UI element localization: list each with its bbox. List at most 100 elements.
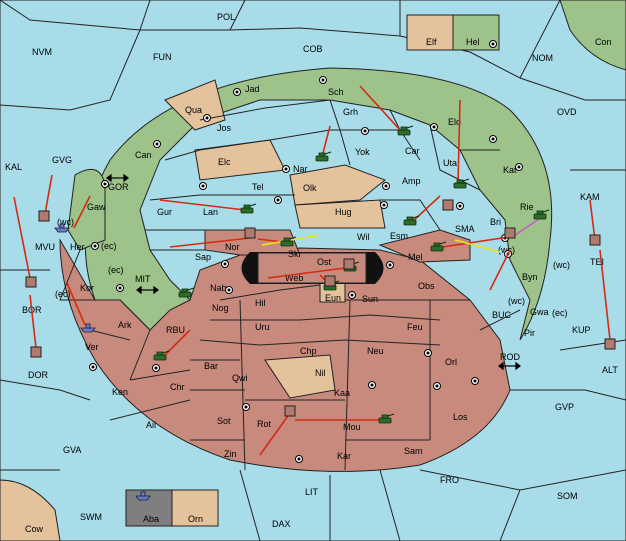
- unit-marker-icon[interactable]: [284, 405, 296, 417]
- territory-hug[interactable]: [294, 199, 386, 229]
- label-grh: Grh: [343, 107, 358, 117]
- label-nar: Nar: [293, 164, 308, 174]
- label-rot: Rot: [257, 419, 272, 429]
- fleet-unit-icon[interactable]: [54, 223, 70, 233]
- supply-center-dot: [491, 42, 495, 46]
- supply-center-dot: [426, 351, 430, 355]
- army-unit-icon[interactable]: [153, 350, 170, 361]
- unit-marker-icon[interactable]: [244, 227, 256, 239]
- fleet-unit-icon[interactable]: [135, 491, 151, 501]
- label-hil: Hil: [255, 298, 266, 308]
- coast-label-6: (wc): [553, 260, 570, 270]
- unit-marker-icon[interactable]: [604, 338, 616, 350]
- territory-gaw[interactable]: [67, 168, 106, 251]
- label-byn: Byn: [522, 272, 538, 282]
- legend-box-right-a: [406, 14, 454, 51]
- supply-center-dot: [321, 78, 325, 82]
- army-unit-icon[interactable]: [378, 413, 395, 424]
- supply-center-dot: [91, 365, 95, 369]
- unit-marker-icon[interactable]: [25, 276, 37, 288]
- supply-center-dot: [388, 263, 392, 267]
- label-kup: KUP: [572, 325, 591, 335]
- coast-label-1: (ec): [101, 241, 117, 251]
- unit-marker-icon[interactable]: [324, 275, 336, 287]
- supply-center-dot: [201, 184, 205, 188]
- supply-center-dot: [118, 286, 122, 290]
- label-qwi: Qwi: [232, 373, 248, 383]
- label-sma: SMA: [455, 224, 475, 234]
- supply-center-dot: [491, 137, 495, 141]
- army-unit-icon[interactable]: [430, 241, 447, 252]
- supply-center-dot: [350, 293, 354, 297]
- label-som: SOM: [557, 491, 578, 501]
- supply-centers: [89, 40, 523, 463]
- territory-cow[interactable]: [0, 479, 61, 541]
- landmass-outer-ring: [84, 67, 553, 346]
- supply-center-dot: [473, 379, 477, 383]
- unit-marker-icon[interactable]: [343, 258, 355, 270]
- fleet-unit-icon[interactable]: [80, 323, 96, 333]
- unit-marker-icon[interactable]: [442, 199, 454, 211]
- supply-center-dot: [244, 405, 248, 409]
- supply-center-dot: [517, 165, 521, 169]
- label-kor: Kor: [80, 283, 94, 293]
- passage-arrows: [106, 173, 521, 371]
- label-dor: DOR: [28, 370, 49, 380]
- label-dax: DAX: [272, 519, 291, 529]
- army-unit-icon[interactable]: [280, 236, 297, 247]
- unit-marker-icon[interactable]: [589, 234, 601, 246]
- label-nvm: NVM: [32, 47, 52, 57]
- label-rbu: RBU: [166, 325, 185, 335]
- army-unit-icon[interactable]: [178, 287, 195, 298]
- label-orn: Orn: [188, 514, 203, 524]
- territory-olk[interactable]: [289, 164, 386, 206]
- label-mvu: MVU: [35, 242, 55, 252]
- unit-marker-icon[interactable]: [38, 210, 50, 222]
- army-unit-icon[interactable]: [315, 151, 332, 162]
- label-swm: SWM: [80, 512, 102, 522]
- army-unit-icon[interactable]: [403, 215, 420, 226]
- label-pol: POL: [217, 12, 235, 22]
- army-unit-icon[interactable]: [453, 178, 470, 189]
- army-unit-icon[interactable]: [397, 125, 414, 136]
- supply-center-dot: [155, 142, 159, 146]
- label-eun: Eun: [325, 293, 341, 303]
- label-buc: BUC: [492, 310, 512, 320]
- territory-nil[interactable]: [264, 354, 336, 399]
- label-cow: Cow: [25, 524, 44, 534]
- supply-center-dot: [276, 198, 280, 202]
- label-sun: Sun: [362, 294, 378, 304]
- label-gvp: GVP: [555, 402, 574, 412]
- label-elf: Elf: [426, 37, 437, 47]
- unit-marker-icon[interactable]: [504, 227, 516, 239]
- label-rod: ROD: [500, 352, 521, 362]
- label-lit: LIT: [305, 487, 319, 497]
- army-unit-icon[interactable]: [533, 209, 550, 220]
- army-unit-icon[interactable]: [240, 203, 257, 214]
- land-borders: [59, 99, 521, 471]
- label-gor: GOR: [108, 182, 129, 192]
- label-chp: Chp: [300, 346, 317, 356]
- unit-marker-icon[interactable]: [30, 346, 42, 358]
- legend-box-left-b: [171, 489, 219, 527]
- label-elc: Elc: [218, 157, 231, 167]
- order-arrows: [13, 85, 611, 456]
- label-feu: Feu: [407, 322, 423, 332]
- label-kam: KAM: [580, 192, 600, 202]
- label-kat: Kat: [503, 165, 517, 175]
- supply-center-dot: [382, 203, 386, 207]
- label-kaa: Kaa: [334, 388, 350, 398]
- label-fro: FRO: [440, 475, 459, 485]
- label-aba: Aba: [143, 514, 159, 524]
- label-bar: Bar: [204, 361, 218, 371]
- label-mou: Mou: [343, 422, 361, 432]
- label-gwa: Gwa: [530, 307, 549, 317]
- label-gvg: GVG: [52, 155, 72, 165]
- label-wil: Wil: [357, 232, 370, 242]
- label-obs: Obs: [418, 281, 435, 291]
- label-alt: ALT: [602, 365, 618, 375]
- label-olk: Olk: [303, 183, 317, 193]
- label-zin: Zin: [224, 449, 237, 459]
- territory-mel[interactable]: [378, 229, 471, 263]
